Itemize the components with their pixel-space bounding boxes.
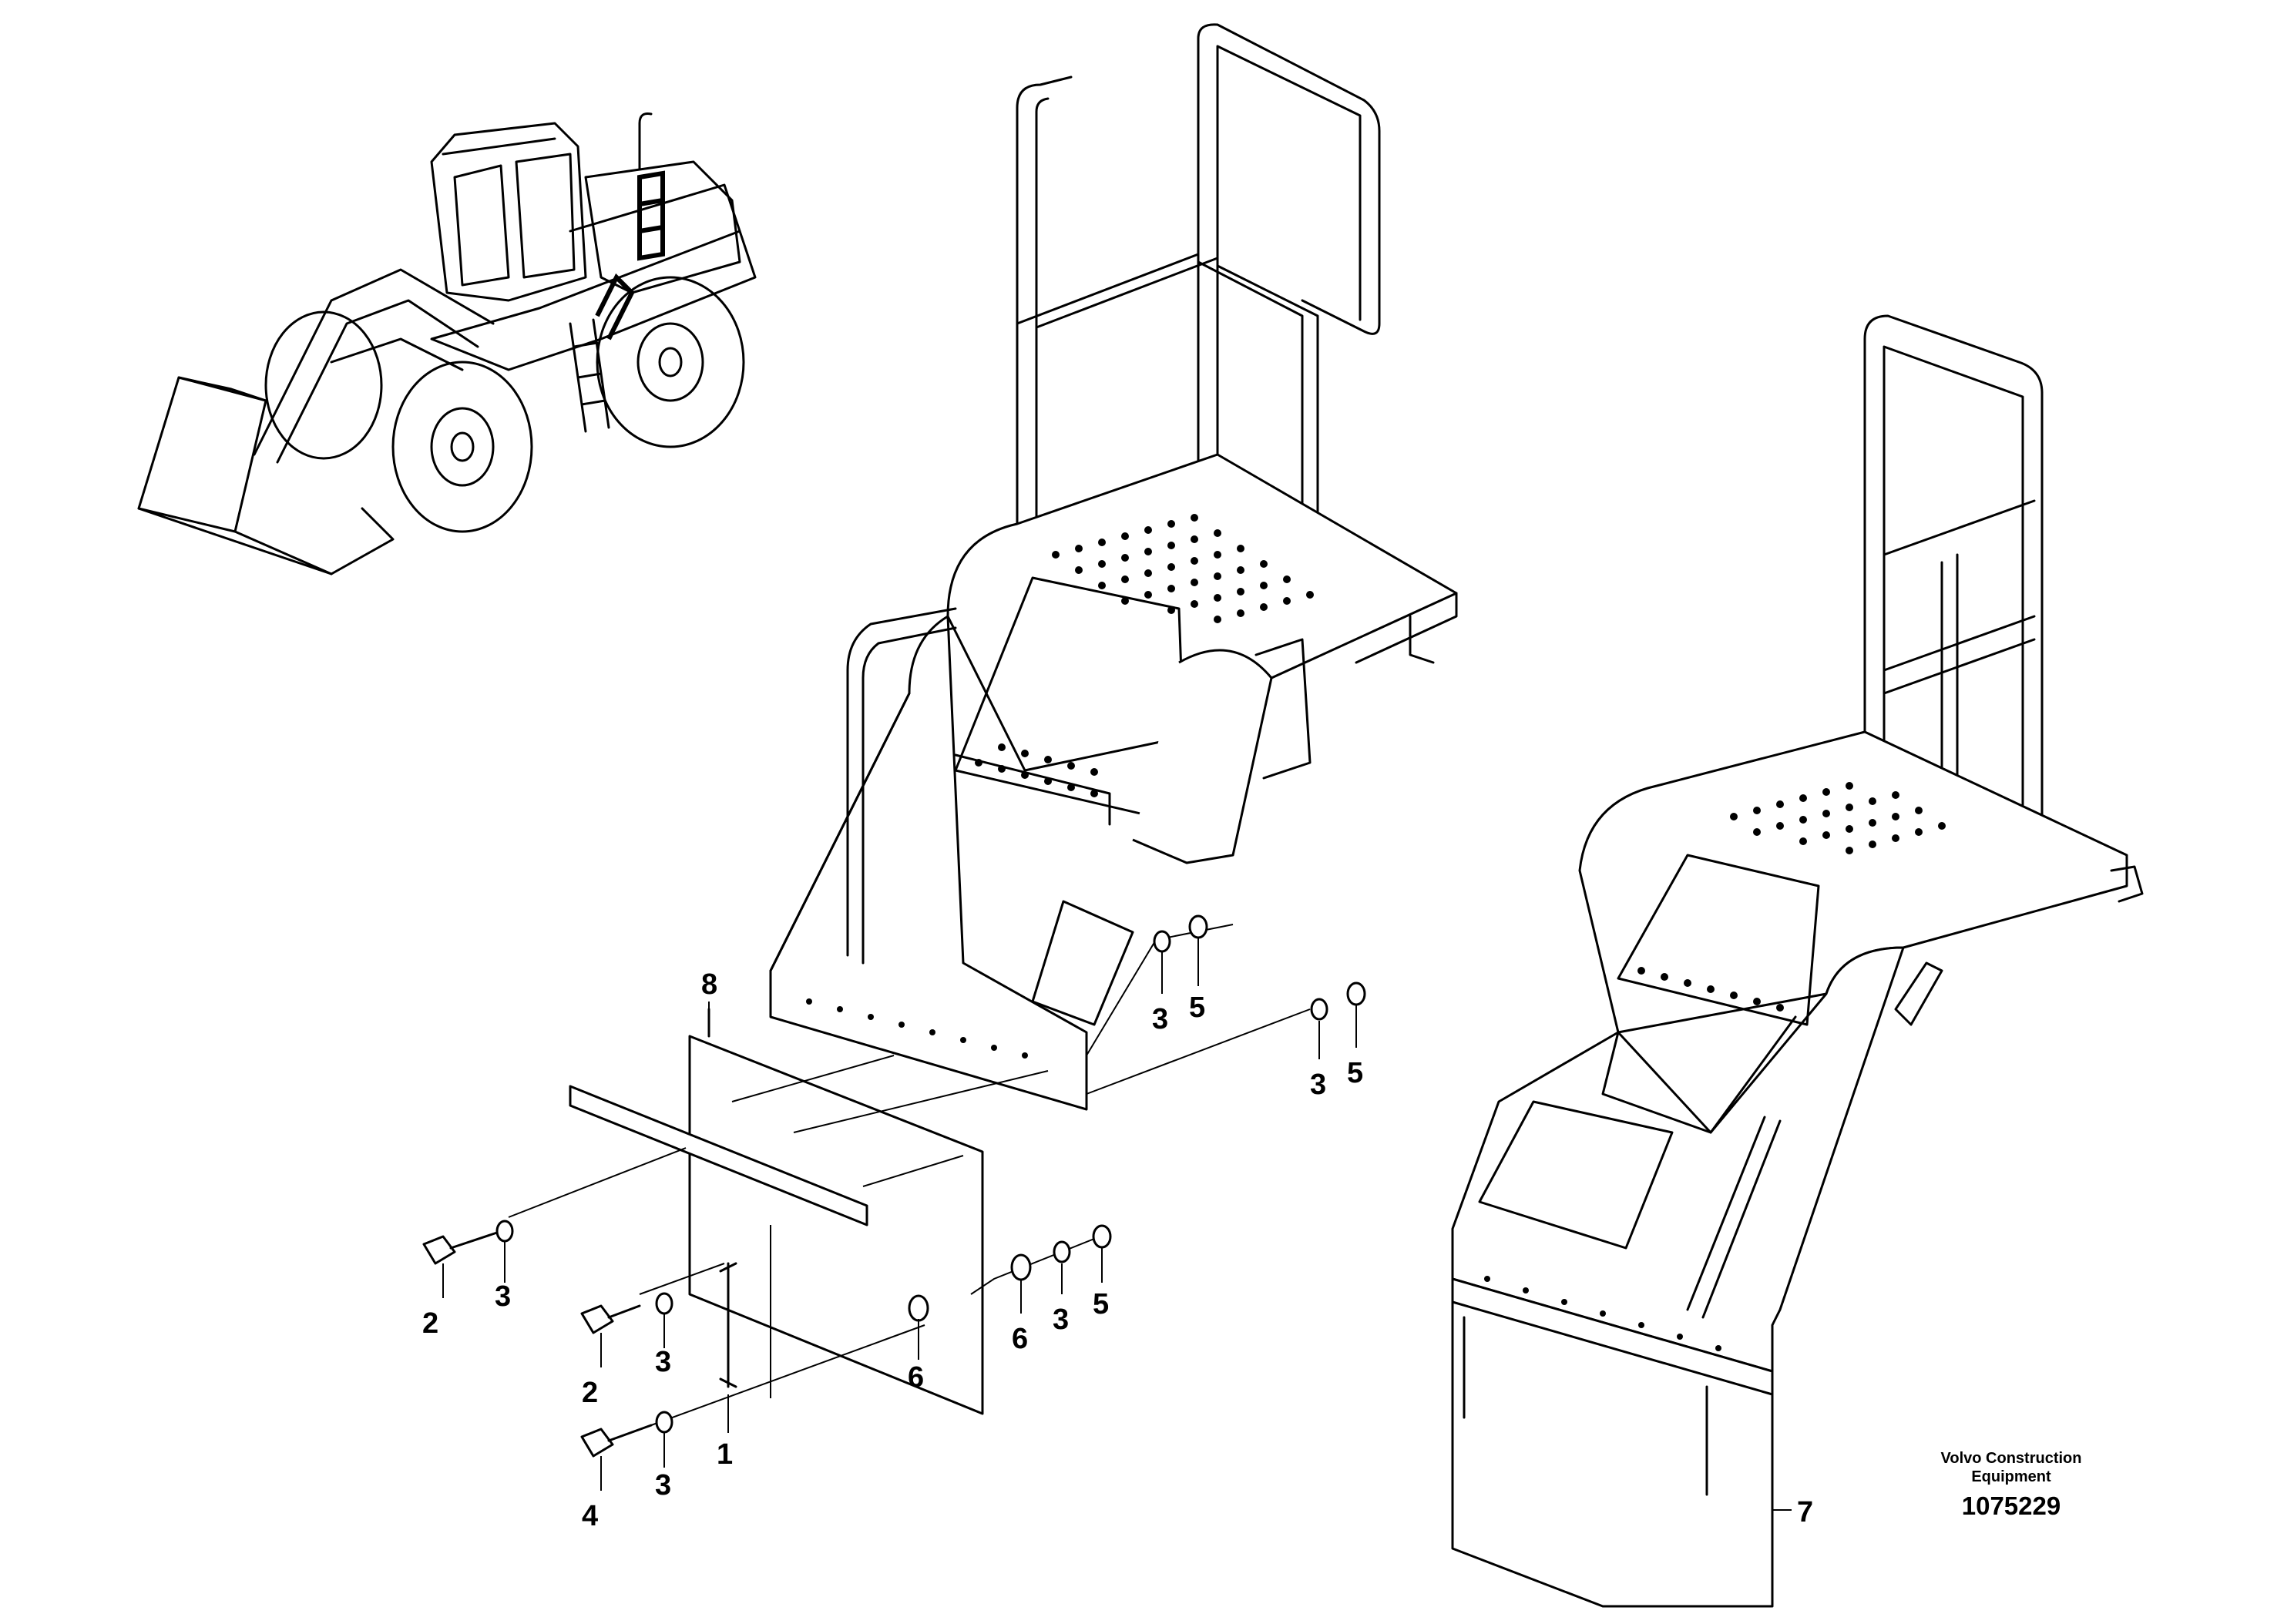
- ground-strap-1: [719, 1262, 737, 1388]
- bolt-4: [580, 1424, 653, 1458]
- mud-flap-7: [1451, 1277, 1774, 1608]
- callout-5: 5: [1093, 1288, 1109, 1320]
- loader-frame: [430, 230, 757, 371]
- nut-5-a: [1092, 1224, 1112, 1249]
- loader-ladder: [569, 318, 610, 433]
- brand-line-1: Volvo Construction: [1941, 1450, 2082, 1467]
- loader-rear-wheel: [596, 276, 745, 448]
- drawing-number: 1075229: [1962, 1491, 2061, 1520]
- callout-5: 5: [1347, 1057, 1363, 1089]
- platform-assembly-right: [1451, 314, 2144, 1608]
- washer-3-a: [495, 1220, 514, 1243]
- washer-3-c: [655, 1411, 673, 1434]
- ground-straps-right: [1463, 1316, 1708, 1496]
- callout-2: 2: [582, 1377, 598, 1409]
- mounting-strip: [569, 1085, 868, 1226]
- callout-5: 5: [1189, 992, 1205, 1024]
- washer-6-b: [1010, 1253, 1032, 1281]
- loader-highlighted-platform: [637, 170, 665, 261]
- stair-side-panel-left: [769, 615, 1088, 1111]
- stair-strut: [1132, 649, 1273, 864]
- callout-1: 1: [717, 1438, 733, 1471]
- callout-labels: 8 3 5 3 5 2 3 6 3 5 3 2 6 1 3 4 7: [422, 968, 1813, 1532]
- loader-lift-arm: [253, 268, 495, 456]
- brand-line-2: Equipment: [1971, 1468, 2051, 1485]
- loader-cab: [430, 122, 587, 302]
- title-block: Volvo Construction Equipment 1075229: [1941, 1450, 2082, 1520]
- exploded-fasteners: [422, 914, 1366, 1491]
- washer-6-a: [908, 1294, 929, 1322]
- grab-handle-right: [1686, 1116, 1782, 1319]
- washer-3-e: [1153, 930, 1171, 953]
- callout-6: 6: [908, 1361, 924, 1394]
- platform-assembly-left: [769, 23, 1458, 1111]
- wheel-loader-overview: [137, 112, 757, 575]
- callout-3: 3: [495, 1280, 511, 1313]
- loader-front-wheel-left: [264, 310, 383, 460]
- loader-exhaust: [638, 112, 653, 171]
- callout-6: 6: [1012, 1323, 1028, 1355]
- deck-perforations-left: [1052, 514, 1314, 623]
- washer-3-b: [655, 1292, 673, 1315]
- bolt-2-upper: [422, 1231, 499, 1265]
- nut-5-c: [1346, 981, 1366, 1006]
- handrail-right: [1197, 23, 1381, 491]
- washer-3-d: [1053, 1240, 1071, 1263]
- callout-7: 7: [1797, 1496, 1813, 1528]
- deck-perforations-right: [1730, 782, 1946, 854]
- loader-engine-hood: [584, 160, 741, 294]
- cover-plate-8: [688, 1035, 984, 1415]
- callout-3: 3: [655, 1469, 671, 1502]
- callout-4: 4: [582, 1500, 598, 1532]
- nut-5-b: [1188, 914, 1208, 939]
- washer-3-f: [1310, 998, 1328, 1021]
- loader-front-wheel: [391, 361, 533, 533]
- callout-3: 3: [1053, 1304, 1069, 1336]
- callout-3: 3: [655, 1346, 671, 1378]
- bolt-2-lower: [580, 1304, 641, 1334]
- callout-3: 3: [1310, 1069, 1326, 1101]
- mounting-bracket-left: [1031, 900, 1134, 1026]
- callout-3: 3: [1152, 1003, 1168, 1035]
- loader-bucket: [137, 376, 267, 533]
- side-cover-plate-right: [1478, 1100, 1674, 1250]
- stair-step-recess-right: [1617, 854, 1820, 1026]
- callout-8: 8: [701, 968, 717, 1001]
- callout-2: 2: [422, 1307, 438, 1340]
- grab-handle-left: [846, 607, 957, 965]
- handrail-left: [1016, 75, 1073, 564]
